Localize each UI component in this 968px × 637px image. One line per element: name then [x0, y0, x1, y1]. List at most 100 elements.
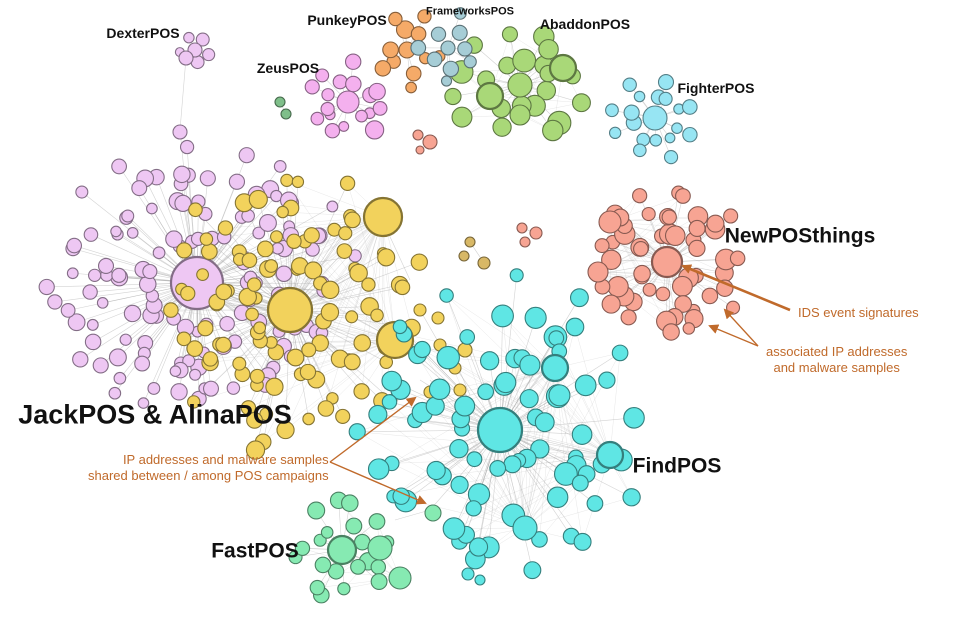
fastpos-node — [307, 501, 326, 520]
frameworkspos-node — [442, 60, 460, 78]
punkeypos-node — [405, 65, 422, 82]
alinapos-hub — [266, 286, 314, 334]
frameworkspos-node — [440, 75, 453, 87]
graph-edge — [267, 216, 384, 270]
findpos-node — [553, 462, 578, 486]
arrow-shared-ips-1 — [329, 396, 417, 463]
findpos-node — [413, 340, 431, 359]
fighterpos-node — [671, 122, 683, 135]
isolated-node — [516, 222, 528, 234]
zeuspos-node — [324, 122, 341, 139]
findpos-node — [524, 306, 547, 329]
annotation-shared-line2: shared between / among POS campaigns — [88, 468, 329, 484]
fastpos-node — [337, 582, 351, 596]
newposthings-node — [671, 275, 693, 297]
jackpos-node — [84, 333, 102, 351]
jackpos-node — [182, 354, 196, 368]
findpos-node — [534, 412, 555, 433]
fighterpos-node — [623, 104, 640, 121]
fastpos-node — [314, 556, 332, 574]
graph-edge — [524, 385, 586, 529]
graph-edge — [347, 183, 396, 341]
alinapos-node — [344, 211, 361, 229]
fastpos-bridge-node — [424, 504, 442, 522]
jackpos-node — [82, 284, 98, 300]
zeuspos-hub — [336, 90, 360, 114]
zeuspos-node — [320, 101, 335, 117]
findpos-node — [495, 371, 517, 394]
newposthings-node — [706, 214, 725, 233]
newposthings-node — [620, 309, 637, 326]
fastpos-node — [350, 558, 366, 575]
fastpos-node — [370, 573, 388, 591]
findpos-node — [465, 500, 482, 517]
dexterpos-node — [172, 124, 188, 140]
jackpos-node — [38, 278, 55, 296]
jackpos-node — [252, 226, 266, 240]
graph-edge — [597, 271, 725, 289]
label-punkeypos: PunkeyPOS — [307, 12, 387, 28]
isolated-node — [274, 96, 286, 108]
graph-edge — [394, 509, 431, 521]
alinapos-node — [299, 363, 317, 381]
isolated-node — [422, 134, 438, 150]
newposthings-node — [729, 250, 746, 267]
isolated-node — [412, 129, 424, 141]
label-abaddonpos: AbaddonPOS — [539, 16, 631, 32]
jackpos-node — [226, 381, 241, 395]
alinapos-node — [265, 377, 284, 396]
alinapos-node — [394, 279, 411, 296]
alinapos-node — [196, 268, 209, 282]
findpos-node — [569, 288, 589, 308]
isolated-node — [474, 574, 486, 586]
findpos-node — [368, 404, 388, 424]
zeuspos-node — [364, 120, 385, 140]
findpos-node — [367, 458, 390, 480]
jackpos-node — [75, 185, 89, 199]
abaddonpos-node — [501, 26, 519, 43]
alinapos-node — [253, 321, 267, 335]
graph-edge — [554, 367, 577, 458]
alinapos-node — [345, 310, 359, 324]
findpos-node — [436, 345, 460, 370]
label-frameworkspos: FrameworksPOS — [425, 5, 515, 18]
graph-edge — [524, 417, 537, 529]
findpos-node — [574, 374, 597, 397]
label-jackpos-alinapos: JackPOS & AlinaPOS — [18, 399, 292, 430]
newposthings-node — [633, 241, 649, 257]
alinapos-node — [304, 261, 323, 280]
alinapos-node — [280, 173, 294, 187]
jackpos-node — [66, 237, 83, 254]
findpos-node — [523, 561, 542, 580]
alinapos-node — [256, 240, 274, 258]
abaddonpos-node — [492, 117, 512, 137]
jackpos-node — [179, 139, 195, 155]
annotation-associated-ips: associated IP addresses and malware samp… — [766, 344, 907, 377]
jackpos-node — [66, 267, 79, 280]
newposthings-node — [633, 264, 651, 283]
findpos-node — [548, 384, 571, 407]
alinapos-node — [276, 205, 289, 219]
fighterpos-node — [663, 150, 679, 165]
alinapos-node — [336, 243, 353, 259]
isolated-node — [461, 567, 475, 581]
zeuspos-node — [344, 53, 362, 70]
findpos-node — [623, 407, 645, 429]
zeuspos-node — [345, 75, 362, 93]
findpos-node — [530, 439, 550, 459]
abaddonpos-node — [444, 87, 462, 106]
isolated-node — [458, 250, 470, 262]
alinapos-node — [176, 331, 192, 347]
graph-edge — [377, 414, 526, 529]
dexterpos-node — [183, 31, 195, 44]
jackpos-node — [67, 313, 86, 332]
alinapos-node — [202, 351, 219, 367]
findpos-node — [477, 383, 495, 401]
fighterpos-node — [633, 90, 646, 103]
jackpos-node — [121, 209, 135, 223]
jackpos-node — [110, 225, 122, 238]
fighterpos-node — [632, 143, 647, 158]
jackpos-node — [108, 386, 122, 400]
alinapos-node — [349, 263, 368, 283]
